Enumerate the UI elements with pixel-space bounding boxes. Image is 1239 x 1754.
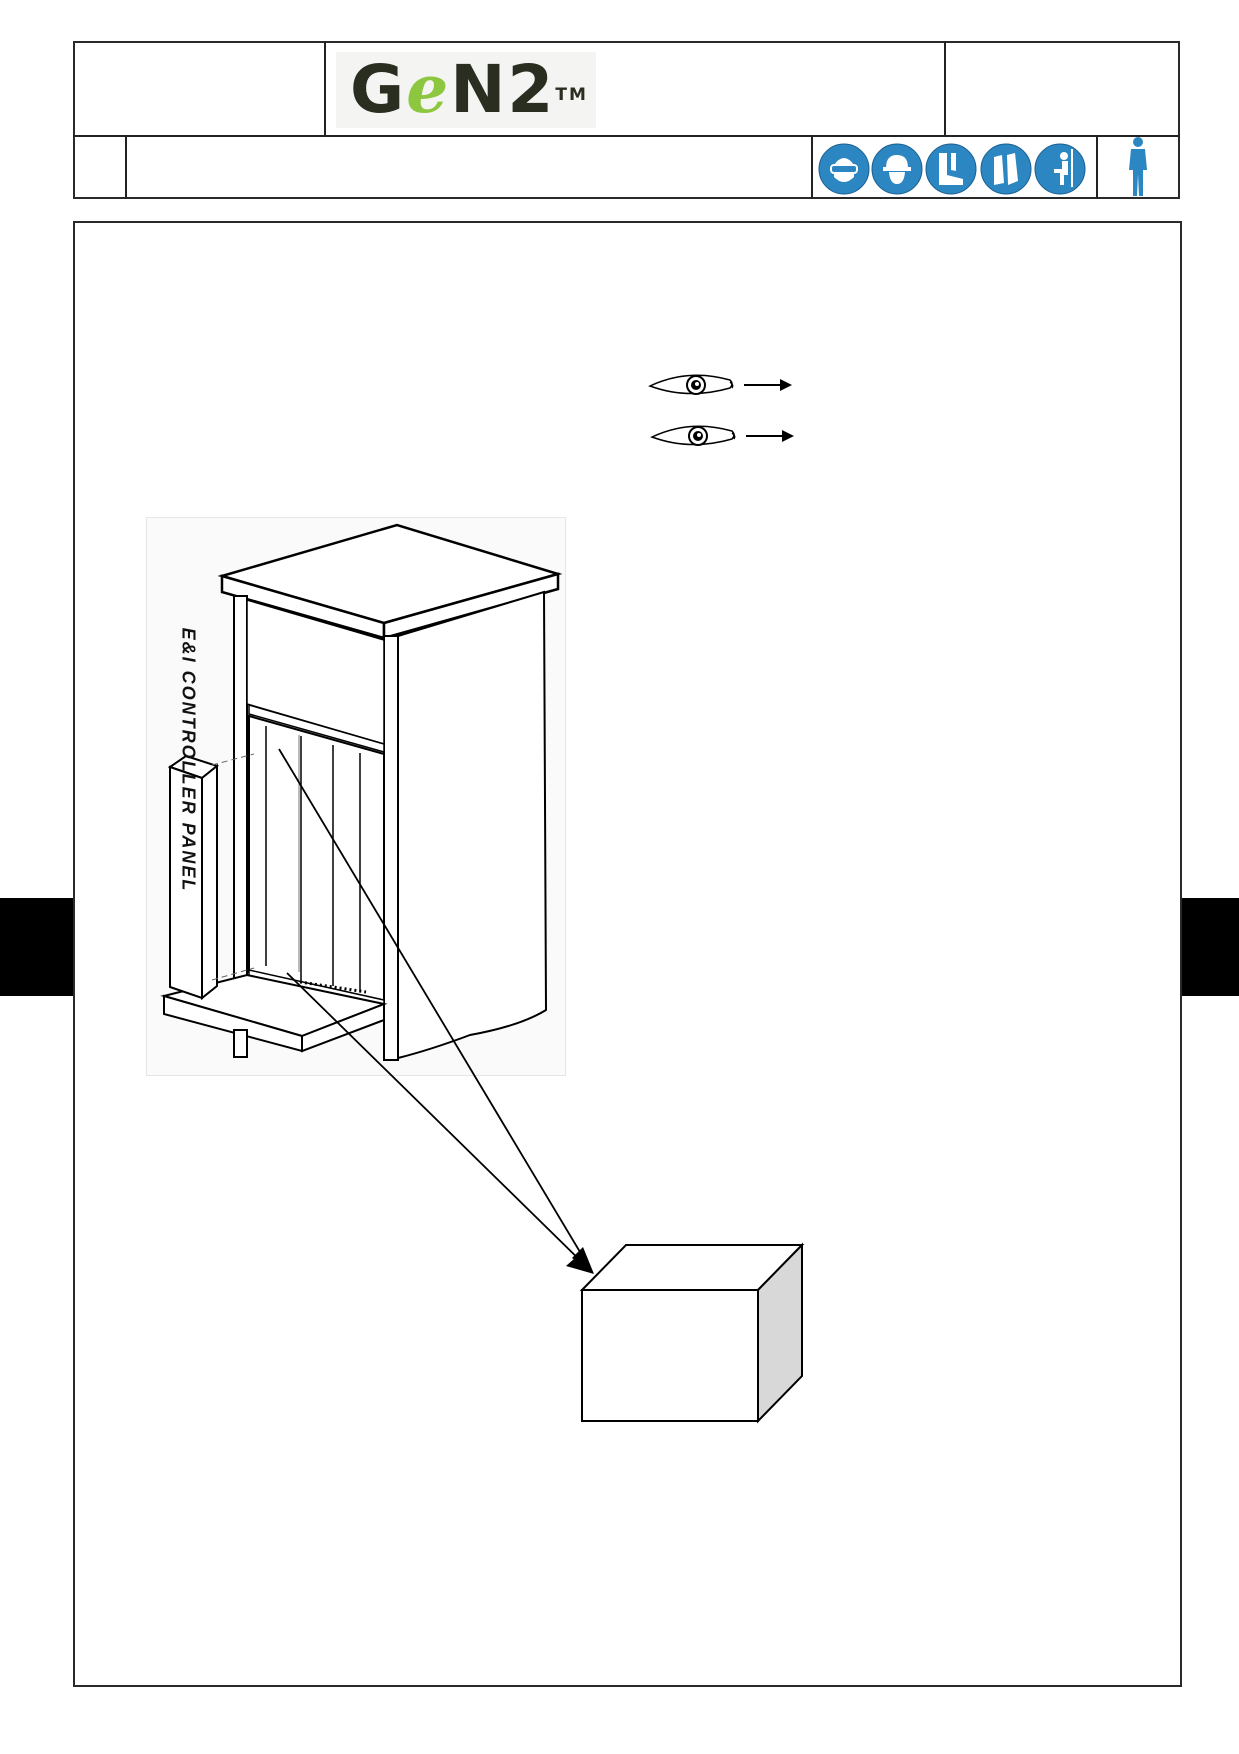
right-section-tab (1182, 898, 1239, 996)
logo-letter-e: e (406, 50, 451, 128)
header-divider-small (125, 135, 127, 199)
header-divider-right (944, 41, 946, 136)
content-frame (73, 221, 1182, 1687)
logo-trademark: TM (555, 85, 588, 105)
header-divider-horizontal (73, 135, 1180, 137)
header-frame (73, 41, 1180, 199)
header-divider-icons (811, 135, 813, 199)
left-section-tab (0, 898, 73, 996)
logo-background (336, 52, 596, 128)
hard-hat-icon (871, 143, 923, 195)
header-divider-person (1096, 135, 1098, 199)
controller-panel-label: E&I CONTROLLER PANEL (178, 627, 199, 893)
single-person-icon (1129, 137, 1147, 196)
safety-goggles-icon (818, 143, 870, 195)
fall-harness-icon (1034, 143, 1086, 195)
eye-inspection-symbol-1 (648, 374, 792, 395)
gen2-logo: GeN2TM (350, 54, 588, 125)
safety-boots-icon (925, 143, 977, 195)
illustration-panel (146, 517, 566, 1076)
eye-inspection-symbol-2 (650, 425, 794, 446)
safety-gloves-icon (980, 143, 1032, 195)
logo-letter-g: G (350, 51, 407, 128)
header-divider-left (324, 41, 326, 136)
logo-letters-n2: N2 (450, 51, 556, 128)
